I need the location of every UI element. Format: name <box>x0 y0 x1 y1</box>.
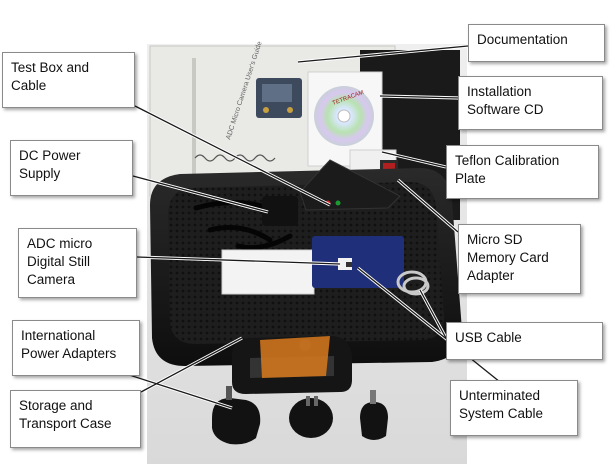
callout-text: Plate <box>455 171 486 186</box>
test-box-body-photo <box>299 159 401 211</box>
callout-text: Digital Still <box>27 254 91 269</box>
callout-text: Power Adapters <box>21 346 117 361</box>
callout-intl-adapters: International Power Adapters <box>12 320 140 376</box>
handle-booklet-photo <box>260 336 330 378</box>
callout-installation-cd: Installation Software CD <box>458 76 603 130</box>
callout-documentation: Documentation <box>468 24 605 62</box>
callout-text: Micro SD <box>467 232 523 247</box>
callout-text: Teflon Calibration <box>455 153 560 168</box>
usb-cable-photo <box>396 270 430 296</box>
callout-test-box-cable: Test Box and Cable <box>2 52 135 108</box>
callout-text: Installation <box>467 84 532 99</box>
dc-power-photo <box>193 196 298 251</box>
callout-text: International <box>21 328 96 343</box>
callout-text: USB Cable <box>455 330 522 345</box>
callout-text: ADC micro <box>27 236 93 251</box>
test-box-photo <box>256 78 302 118</box>
callout-text: Unterminated <box>459 388 541 403</box>
callout-text: Camera <box>27 272 76 287</box>
callout-text: Cable <box>11 78 47 93</box>
callout-adc-camera: ADC micro Digital Still Camera <box>18 228 137 298</box>
callout-micro-sd: Micro SD Memory Card Adapter <box>458 224 581 294</box>
power-adapters-photo <box>212 386 388 445</box>
leader-lines <box>119 44 502 410</box>
callout-text: Memory Card <box>467 250 549 265</box>
callout-text: DC Power <box>19 148 81 163</box>
callout-text: System Cable <box>459 406 544 421</box>
callout-dc-power: DC Power Supply <box>10 140 133 196</box>
callout-text: Supply <box>19 166 61 181</box>
adc-camera-photo <box>312 236 404 288</box>
callout-text: Documentation <box>477 32 568 47</box>
callout-usb-cable: USB Cable <box>446 322 603 360</box>
callout-teflon-plate: Teflon Calibration Plate <box>446 145 599 199</box>
callout-text: Storage and <box>19 398 93 413</box>
callout-text: Adapter <box>467 268 515 283</box>
camera-housing-photo <box>221 249 315 295</box>
callout-system-cable: Unterminated System Cable <box>450 380 578 436</box>
callout-text: Software CD <box>467 102 544 117</box>
callout-text: Transport Case <box>19 416 112 431</box>
callout-storage-case: Storage and Transport Case <box>10 390 141 448</box>
callout-text: Test Box and <box>11 60 90 75</box>
